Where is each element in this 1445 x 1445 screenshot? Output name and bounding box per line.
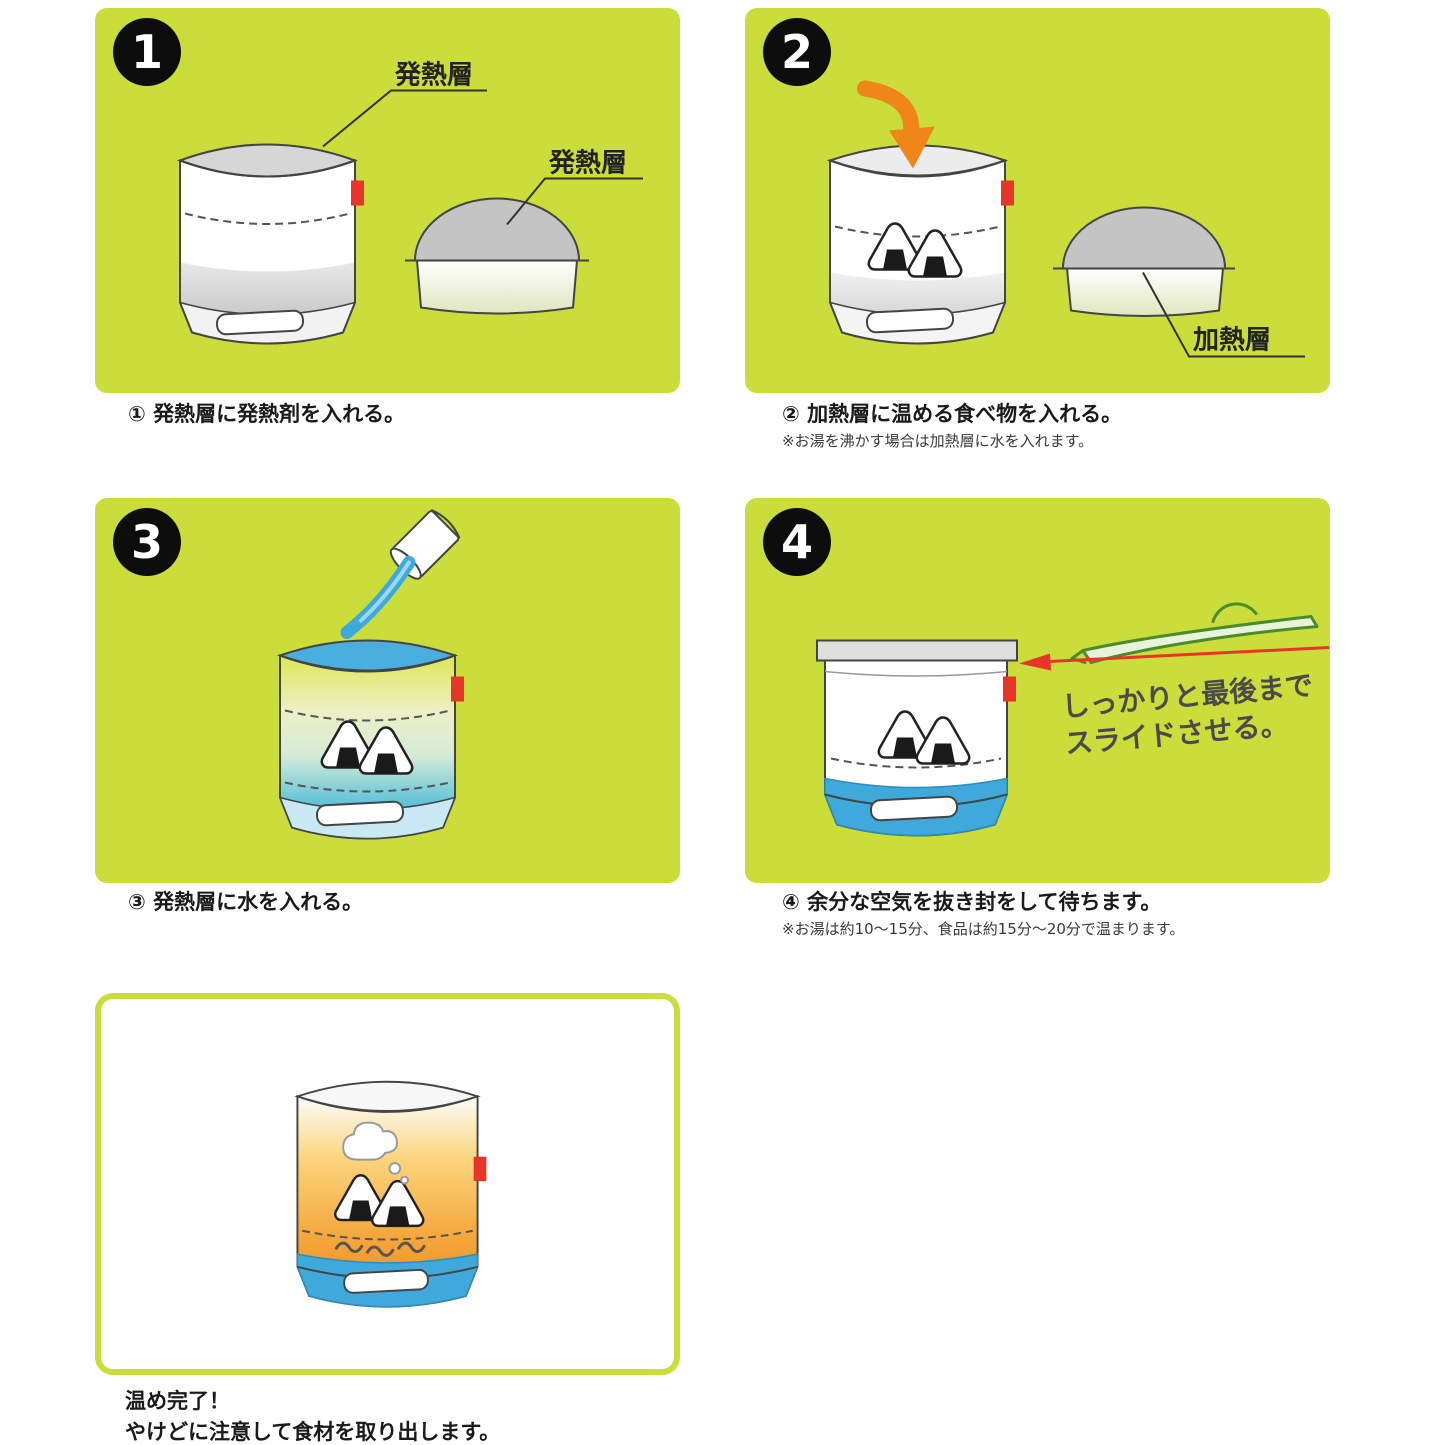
step4-panel: 4 し: [745, 498, 1330, 883]
heater-packet-icon: [315, 800, 405, 827]
heater-packet-icon: [343, 1268, 429, 1294]
red-tab-icon: [351, 180, 364, 206]
heated-pouch-icon: [294, 1080, 487, 1308]
final-illustration: [294, 1080, 487, 1308]
step1-caption: ① 発熱層に発熱剤を入れる。: [128, 402, 406, 426]
step2-caption: ② 加熱層に温める食べ物を入れる。: [782, 402, 1123, 426]
step4-number-badge: 4: [763, 508, 831, 576]
step4-caption: ④ 余分な空気を抜き封をして待ちます。: [782, 890, 1162, 914]
step3-number-badge: 3: [113, 508, 181, 576]
slide-direction-arrow-icon: [1019, 646, 1330, 671]
step4-illustration: しっかりと最後まで スライドさせる。: [816, 602, 1330, 837]
steam-waves-icon: [334, 1241, 426, 1257]
red-tab-icon: [1001, 180, 1014, 206]
step2-panel: 2: [745, 8, 1330, 393]
sealed-pouch-icon: [816, 639, 1018, 837]
pouch-icon: [826, 144, 1014, 345]
step1-panel: 1: [95, 8, 680, 393]
step2-illustration: 加熱層: [826, 80, 1305, 358]
step1-number-badge: 1: [113, 18, 181, 86]
heater-packet-icon: [865, 307, 955, 334]
heater-packet-icon: [215, 309, 305, 336]
label-connector-lines: [322, 89, 643, 226]
final-caption-line2: やけどに注意して食材を取り出します。: [125, 1420, 501, 1444]
zip-seal-bar: [816, 639, 1018, 662]
step2-note: ※お湯を沸かす場合は加熱層に水を入れます。: [782, 432, 1094, 450]
red-tab-icon: [451, 676, 464, 702]
pouch-icon: [276, 639, 464, 840]
steam-cloud-icon: [342, 1121, 409, 1185]
water-stream-icon: [340, 556, 416, 639]
step2-number-badge: 2: [763, 18, 831, 86]
slide-annotation: しっかりと最後まで スライドさせる。: [1060, 669, 1314, 761]
heater-packet-icon: [869, 795, 959, 822]
heating-layer-dome-icon: [405, 197, 589, 315]
step3-panel: 3: [95, 498, 680, 883]
step4-note: ※お湯は約10～15分、食品は約15分～20分で温まります。: [782, 920, 1185, 938]
label-connector-line: [1142, 272, 1305, 358]
step1-illustration: 発熱層 発熱層: [177, 61, 643, 345]
pouch-icon: [177, 143, 364, 345]
label-heating-layer-top: 発熱層: [394, 61, 473, 91]
heating-layer-dome-icon: [1053, 206, 1235, 317]
label-heating-layer-dome: 発熱層: [548, 149, 627, 179]
step3-caption: ③ 発熱層に水を入れる。: [128, 890, 364, 914]
down-arrow-icon: [857, 80, 935, 169]
red-tab-icon: [473, 1156, 487, 1182]
final-caption: 温め完了！ やけどに注意して食材を取り出します。: [125, 1386, 500, 1445]
final-caption-line1: 温め完了！: [125, 1389, 230, 1413]
label-heating-layer: 加熱層: [1193, 326, 1271, 356]
red-tab-icon: [1003, 676, 1016, 702]
final-panel: [95, 993, 680, 1375]
step3-illustration: [276, 509, 464, 840]
